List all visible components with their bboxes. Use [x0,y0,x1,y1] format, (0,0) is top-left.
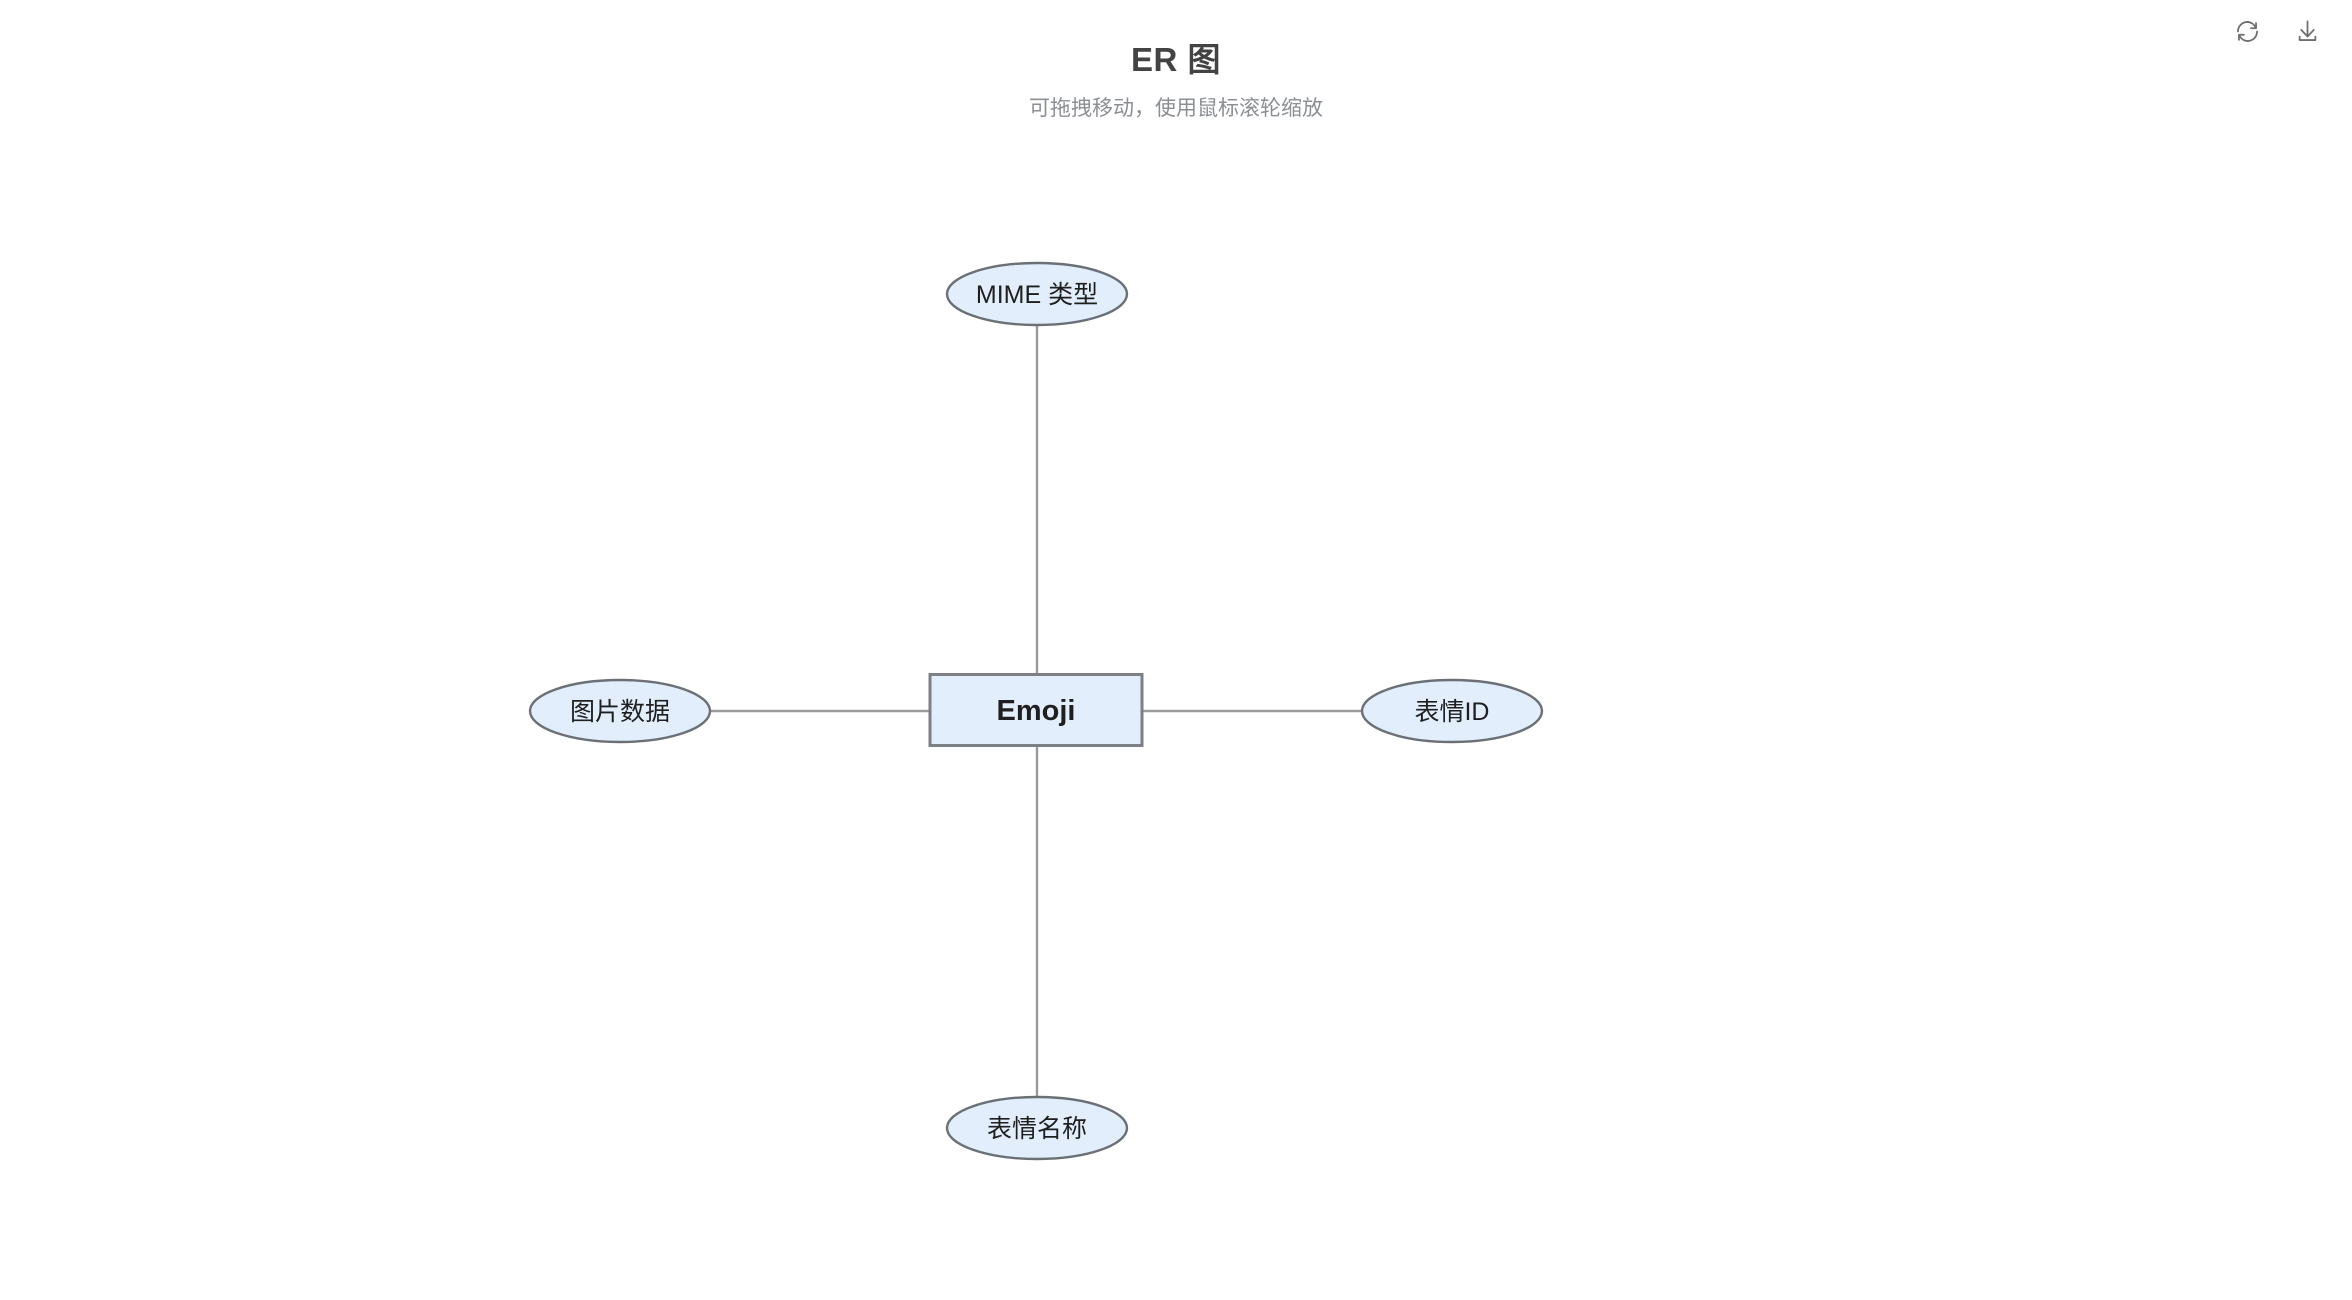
attribute-shape [945,261,1129,327]
attribute-label: 图片数据 [570,698,670,726]
er-attribute-mime-type[interactable]: MIME 类型 [945,261,1129,327]
attribute-label: 表情名称 [987,1115,1087,1143]
er-entity-emoji[interactable]: Emoji [928,673,1144,747]
attribute-label: MIME 类型 [976,281,1098,309]
attribute-shape [945,1095,1129,1161]
entity-shape [928,673,1144,747]
entity-label: Emoji [997,695,1076,727]
download-button[interactable] [2288,12,2326,50]
er-attribute-emoji-id[interactable]: 表情ID [1360,678,1544,744]
download-icon [2294,18,2321,45]
er-attribute-image-data[interactable]: 图片数据 [528,678,712,744]
attribute-label: 表情ID [1414,698,1489,726]
attribute-shape [1360,678,1544,744]
reset-view-button[interactable] [2228,12,2266,50]
er-attribute-emoji-name[interactable]: 表情名称 [945,1095,1129,1161]
diagram-toolbar [2228,0,2352,62]
refresh-icon [2234,18,2261,45]
edges-group [710,325,1362,1097]
attribute-shape [528,678,712,744]
